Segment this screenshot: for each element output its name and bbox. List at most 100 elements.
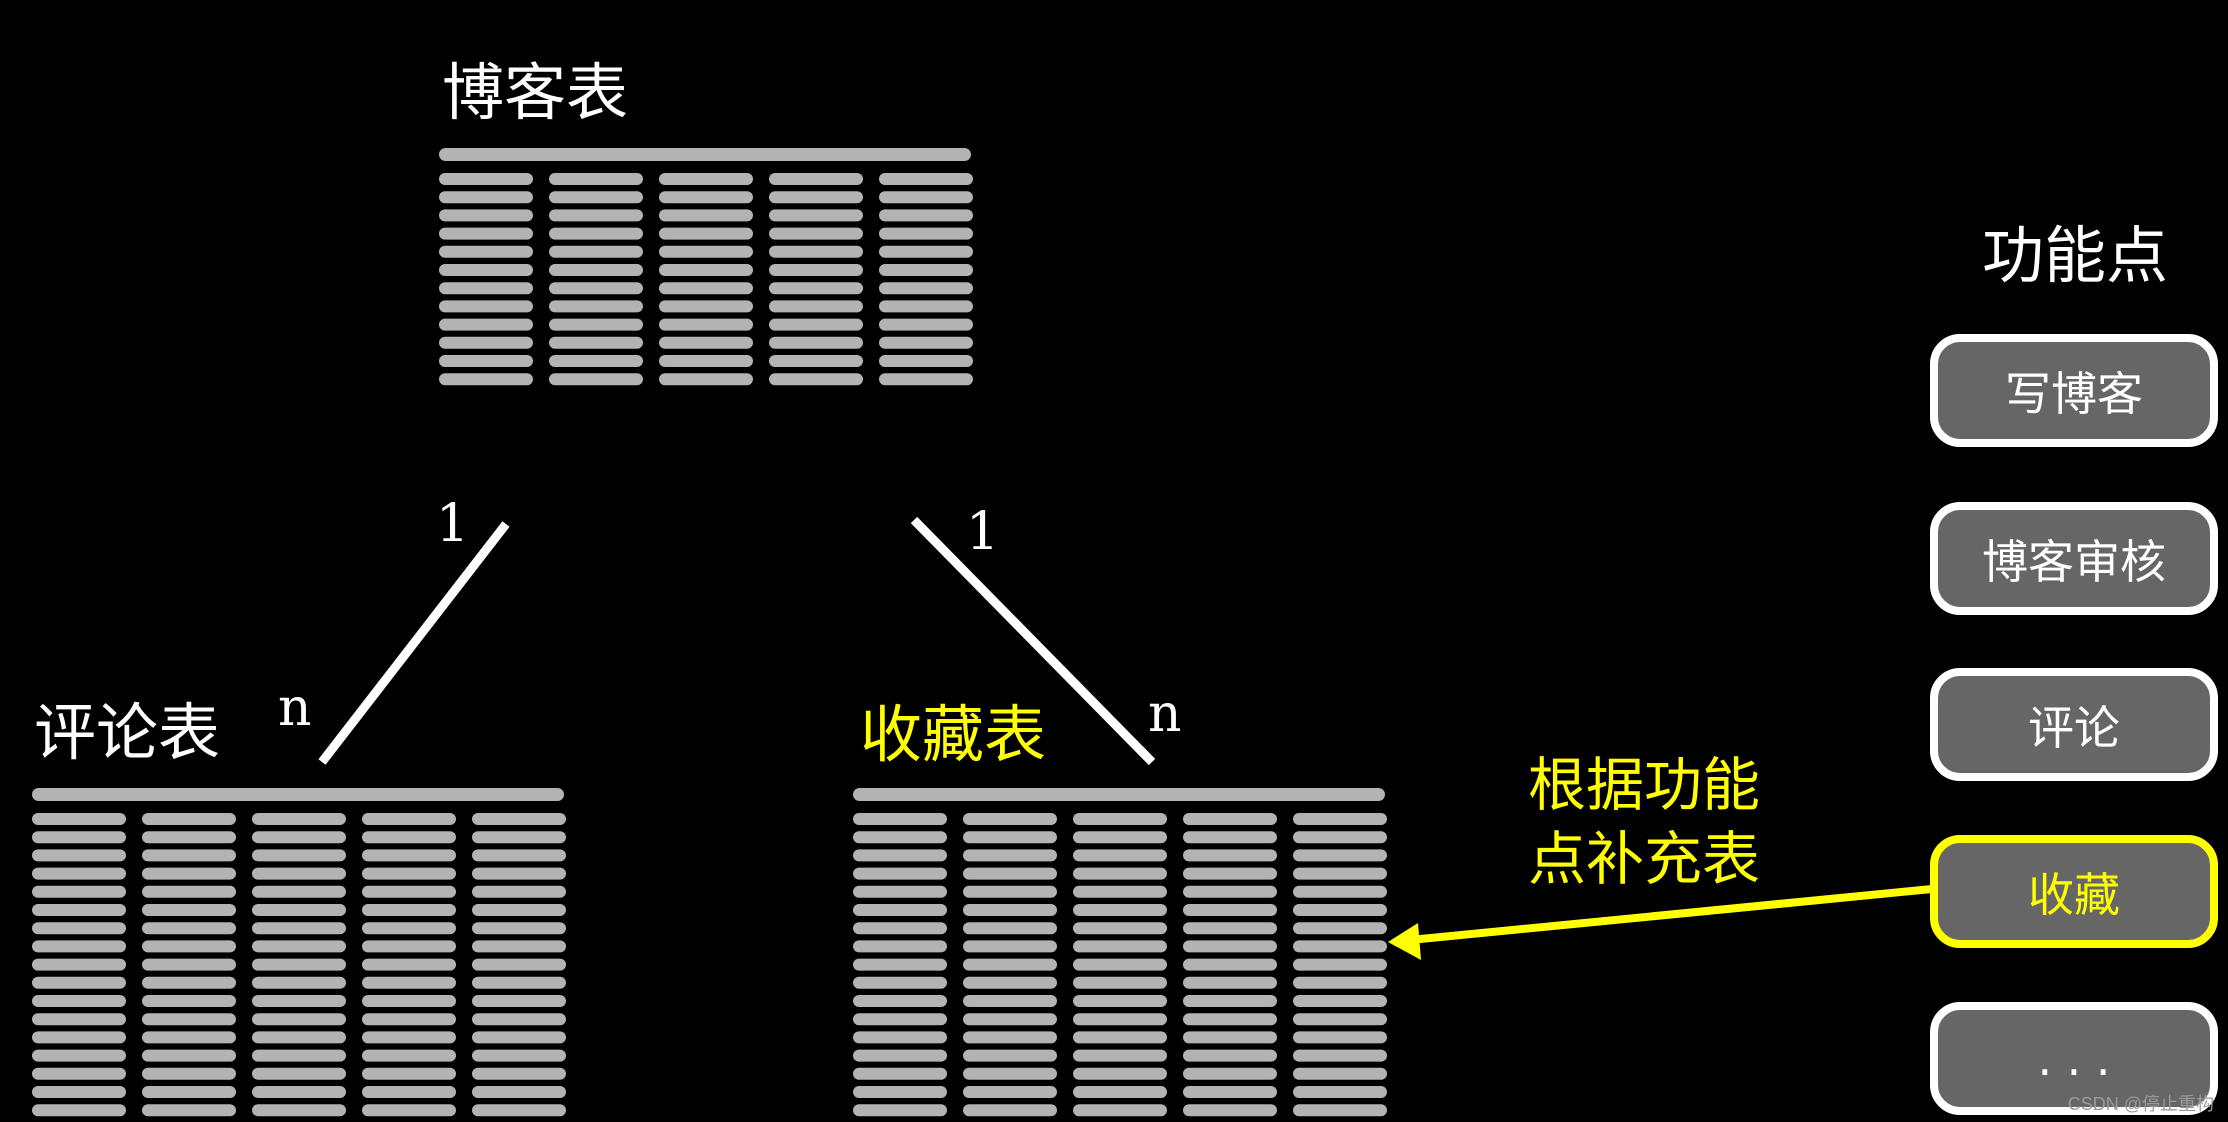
- function-button-comment[interactable]: 评论: [1930, 668, 2218, 781]
- table-cell-bar: [472, 1013, 566, 1026]
- table-cell-bar: [252, 958, 346, 971]
- table-cell-bar: [252, 867, 346, 880]
- table-cell-bar: [472, 1031, 566, 1044]
- table-cell-bar: [472, 813, 566, 825]
- table-cell-bar: [472, 1049, 566, 1062]
- table-cell-bar: [853, 1086, 947, 1098]
- table-cell-bar: [1293, 976, 1387, 989]
- table-cell-bar: [32, 1031, 126, 1044]
- table-cell-bar: [1293, 831, 1387, 844]
- table-cell-bar: [439, 282, 533, 295]
- blog-table-title: 博客表: [442, 56, 629, 129]
- table-cell-bar: [142, 867, 236, 880]
- table-cell-bar: [879, 355, 973, 367]
- table-cell-bar: [879, 373, 973, 386]
- table-cell-bar: [252, 940, 346, 953]
- function-button-write-blog[interactable]: 写博客: [1930, 334, 2218, 447]
- table-cell-bar: [963, 849, 1057, 862]
- table-cell-bar: [853, 922, 947, 935]
- table-cell-bar: [362, 976, 456, 989]
- table-cell-bar: [142, 1067, 236, 1080]
- table-cell-bar: [142, 1104, 236, 1117]
- table-cell-bar: [769, 282, 863, 295]
- table-cell-bar: [1073, 831, 1167, 844]
- table-cell-bar: [472, 995, 566, 1007]
- table-cell-bar: [142, 1031, 236, 1044]
- table-cell-bar: [439, 336, 533, 349]
- table-cell-bar: [1183, 1104, 1277, 1117]
- table-cell-bar: [879, 209, 973, 222]
- table-cell-bar: [32, 1013, 126, 1026]
- table-cell-bar: [1073, 1086, 1167, 1098]
- table-cell-bar: [362, 1086, 456, 1098]
- table-cell-bar: [439, 300, 533, 313]
- table-cell-bar: [879, 264, 973, 276]
- table-cell-bar: [472, 904, 566, 916]
- table-cell-bar: [362, 885, 456, 898]
- table-cell-bar: [853, 1104, 947, 1117]
- cardinality-one-favorite: 1: [966, 502, 1000, 562]
- table-cell-bar: [1293, 1086, 1387, 1098]
- table-cell-bar: [1183, 958, 1277, 971]
- table-cell-bar: [252, 904, 346, 916]
- table-cell-bar: [1073, 1049, 1167, 1062]
- table-cell-bar: [472, 1104, 566, 1117]
- table-cell-bar: [252, 1104, 346, 1117]
- table-cell-bar: [659, 245, 753, 258]
- table-cell-bar: [362, 831, 456, 844]
- table-cell-bar: [659, 373, 753, 386]
- table-cell-bar: [252, 831, 346, 844]
- function-button-blog-review[interactable]: 博客审核: [1930, 502, 2218, 615]
- table-cell-bar: [142, 904, 236, 916]
- table-cell-bar: [142, 885, 236, 898]
- cardinality-many-comment: n: [278, 678, 312, 738]
- table-cell-bar: [32, 958, 126, 971]
- table-cell-bar: [142, 849, 236, 862]
- table-cell-bar: [659, 209, 753, 222]
- table-cell-bar: [32, 1049, 126, 1062]
- table-cell-bar: [1073, 885, 1167, 898]
- table-cell-bar: [142, 922, 236, 935]
- table-cell-bar: [549, 318, 643, 331]
- function-button-more[interactable]: . . .: [1930, 1002, 2218, 1115]
- table-cell-bar: [362, 813, 456, 825]
- table-cell-bar: [142, 958, 236, 971]
- table-cell-bar: [472, 976, 566, 989]
- table-cell-bar: [549, 300, 643, 313]
- table-cell-bar: [1183, 1031, 1277, 1044]
- table-cell-bar: [1073, 813, 1167, 825]
- function-button-favorite[interactable]: 收藏: [1930, 835, 2218, 948]
- table-cell-bar: [879, 282, 973, 295]
- table-cell-bar: [659, 173, 753, 185]
- table-cell-bar: [1293, 922, 1387, 935]
- table-cell-bar: [252, 1031, 346, 1044]
- table-cell-bar: [362, 1031, 456, 1044]
- table-cell-bar: [853, 867, 947, 880]
- table-cell-bar: [549, 264, 643, 276]
- table-cell-bar: [252, 813, 346, 825]
- table-cell-bar: [853, 976, 947, 989]
- table-cell-bar: [1183, 1086, 1277, 1098]
- table-cell-bar: [1073, 922, 1167, 935]
- table-cell-bar: [32, 976, 126, 989]
- table-cell-bar: [1293, 849, 1387, 862]
- table-cell-bar: [659, 318, 753, 331]
- table-cell-bar: [853, 1013, 947, 1026]
- table-cell-bar: [659, 227, 753, 240]
- table-cell-bar: [1293, 958, 1387, 971]
- table-cell-bar: [769, 373, 863, 386]
- table-cell-bar: [549, 173, 643, 185]
- table-cell-bar: [659, 355, 753, 367]
- table-cell-bar: [853, 1049, 947, 1062]
- table-cell-bar: [32, 1086, 126, 1098]
- favorite-table-title: 收藏表: [860, 698, 1047, 771]
- table-cell-bar: [362, 1104, 456, 1117]
- table-cell-bar: [963, 831, 1057, 844]
- table-cell-bar: [472, 867, 566, 880]
- comment-table-title: 评论表: [34, 696, 221, 769]
- table-cell-bar: [32, 867, 126, 880]
- table-cell-bar: [439, 373, 533, 386]
- table-cell-bar: [1073, 1013, 1167, 1026]
- cardinality-one-comment: 1: [436, 494, 470, 554]
